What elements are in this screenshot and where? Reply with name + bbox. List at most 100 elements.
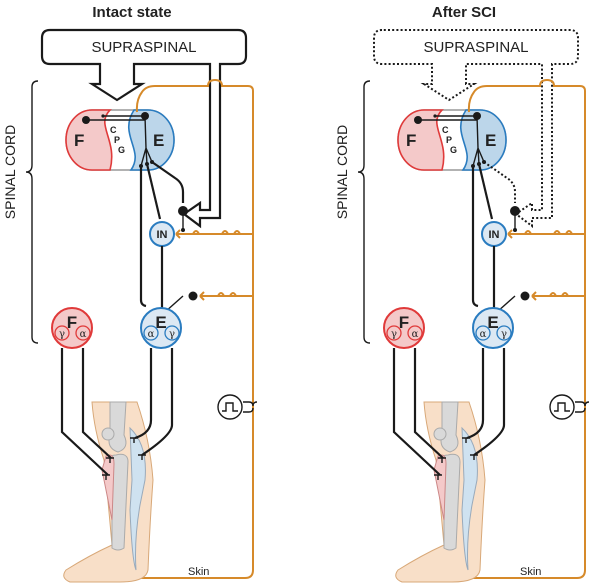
extensor-subpool-label: α bbox=[148, 329, 155, 340]
pulse-stimulator-icon bbox=[549, 394, 575, 420]
extensor-motor-pool-label: E bbox=[155, 313, 166, 332]
flexor-subpool-label: γ bbox=[391, 329, 397, 340]
flexor-alpha-efferent bbox=[413, 348, 444, 459]
flexor-motor-pool bbox=[51, 307, 93, 349]
supraspinal-label: SUPRASPINAL bbox=[423, 39, 528, 56]
cpg-output-fan bbox=[140, 115, 153, 167]
extensor-motor-pool-label: E bbox=[487, 313, 498, 332]
supraspinal-box-dotted bbox=[373, 29, 579, 228]
supraspinal-label: SUPRASPINAL bbox=[91, 39, 196, 56]
flexor-motor-pool-label: F bbox=[67, 313, 77, 332]
patella-bone bbox=[101, 427, 115, 441]
extensor-subpool bbox=[496, 325, 512, 341]
synapse-dot bbox=[414, 116, 422, 124]
extensor-subpool-label: γ bbox=[501, 329, 507, 340]
skin-label: Skin bbox=[520, 566, 541, 578]
cpg-letter: C bbox=[110, 125, 117, 135]
afferent-to-interneuron bbox=[507, 229, 585, 239]
extensor-subpool-label: α bbox=[480, 329, 487, 340]
extensor-subpool bbox=[164, 325, 180, 341]
extensor-motor-pool bbox=[472, 307, 514, 349]
cpg-flexor-label: F bbox=[74, 131, 84, 150]
spinal-cord-label: SPINAL CORD bbox=[334, 125, 350, 219]
flexor-subpool-label: α bbox=[80, 329, 87, 340]
flexor-gamma-efferent bbox=[392, 348, 441, 476]
cpg-to-motor-pool bbox=[471, 166, 479, 308]
pulse-stimulator-icon bbox=[217, 394, 243, 420]
extensor-subpool bbox=[143, 325, 159, 341]
afferent-to-motor-pool bbox=[199, 291, 253, 301]
stimulator-electrode-icon bbox=[575, 401, 590, 413]
cpg-letter: P bbox=[446, 135, 452, 145]
cpg-letter: C bbox=[442, 125, 449, 135]
motor-endplate bbox=[438, 457, 446, 463]
motor-endplate bbox=[462, 437, 470, 443]
extensor-alpha-efferent bbox=[466, 348, 485, 440]
motor-endplate bbox=[434, 474, 442, 480]
extensor-gamma-efferent bbox=[473, 348, 506, 456]
extensor-alpha-efferent bbox=[134, 348, 153, 440]
cpg-flexor-half-center bbox=[397, 109, 445, 171]
extensor-motor-pool bbox=[140, 307, 182, 349]
cpg-extensor-label: E bbox=[153, 131, 164, 150]
synapse-dot bbox=[520, 291, 530, 301]
pulse-glyph-icon bbox=[222, 402, 238, 412]
interneuron-label: IN bbox=[489, 229, 500, 241]
flexor-motor-pool bbox=[383, 307, 425, 349]
afferent-skin bbox=[445, 78, 586, 579]
cpg-letter: G bbox=[118, 145, 125, 155]
afferent-to-interneuron bbox=[175, 229, 253, 239]
cpg-letter: P bbox=[114, 135, 120, 145]
cpg-flexor-half-center bbox=[65, 109, 113, 171]
flexor-gamma-efferent bbox=[60, 348, 109, 476]
flexor-subpool bbox=[386, 325, 402, 341]
spinal-cord-brace bbox=[357, 80, 371, 344]
femur-bone bbox=[440, 401, 459, 453]
extensor-gamma-efferent bbox=[141, 348, 174, 456]
femur-bone bbox=[108, 401, 127, 453]
synapse-dot bbox=[181, 228, 185, 232]
panel-title: After SCI bbox=[432, 4, 496, 21]
flexor-subpool bbox=[407, 325, 423, 341]
motor-endplate bbox=[102, 474, 110, 480]
patella-bone bbox=[433, 427, 447, 441]
afferent-to-motor-pool bbox=[531, 291, 585, 301]
synapse-dot bbox=[433, 114, 437, 118]
motor-endplate bbox=[130, 437, 138, 443]
afferent-skin bbox=[113, 78, 254, 579]
flexor-subpool bbox=[54, 325, 70, 341]
flexor-subpool-label: γ bbox=[59, 329, 65, 340]
cpg-extensor-label: E bbox=[485, 131, 496, 150]
cpg-to-motor-pool bbox=[139, 166, 147, 308]
stimulator-electrode-icon bbox=[243, 401, 258, 413]
tibialis-muscle bbox=[433, 454, 447, 521]
flexor-subpool-label: α bbox=[412, 329, 419, 340]
motor-endplate bbox=[106, 457, 114, 463]
interneuron-label: IN bbox=[157, 229, 168, 241]
cpg-to-interneuron bbox=[477, 163, 494, 220]
tibialis-muscle bbox=[101, 454, 115, 521]
cpg-to-presynaptic bbox=[151, 161, 185, 203]
cpg-output-fan bbox=[472, 115, 485, 167]
cpg-extensor-half-center bbox=[128, 109, 175, 171]
synapse-dot bbox=[188, 291, 198, 301]
flexor-subpool bbox=[75, 325, 91, 341]
supraspinal-box bbox=[40, 28, 248, 229]
panel-title: Intact state bbox=[92, 4, 171, 21]
pulse-glyph-icon bbox=[554, 402, 570, 412]
flexor-alpha-efferent bbox=[81, 348, 112, 459]
motor-endplate bbox=[470, 454, 478, 460]
cpg-extensor-half-center bbox=[460, 109, 507, 171]
motor-endplate bbox=[138, 454, 146, 460]
skin-label: Skin bbox=[188, 566, 209, 578]
spinal-cord-label: SPINAL CORD bbox=[2, 125, 18, 219]
synapse-dot bbox=[101, 114, 105, 118]
synapse-dot bbox=[82, 116, 90, 124]
extensor-subpool bbox=[475, 325, 491, 341]
spinal-cord-brace bbox=[25, 80, 39, 344]
extensor-subpool-label: γ bbox=[169, 329, 175, 340]
flexor-motor-pool-label: F bbox=[399, 313, 409, 332]
